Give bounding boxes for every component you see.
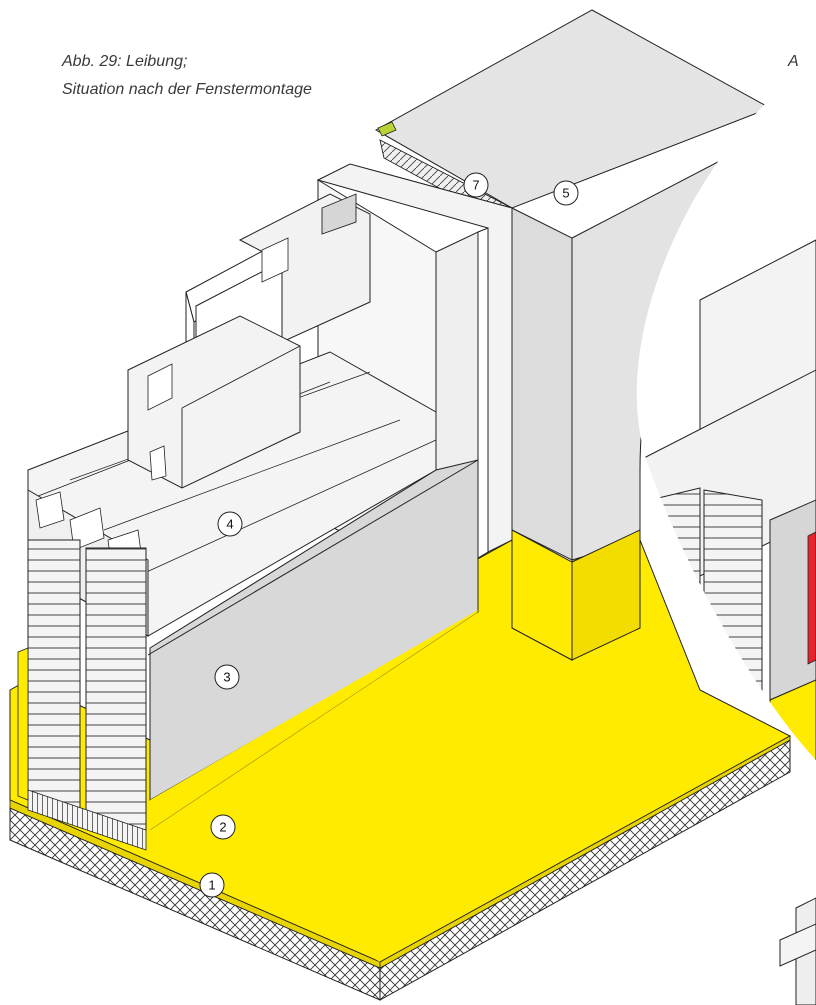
callout-5: 5 [553, 180, 579, 206]
svg-text:2: 2 [219, 820, 226, 835]
callout-4: 4 [217, 511, 243, 537]
louver-block [17, 539, 147, 851]
svg-text:7: 7 [472, 178, 479, 193]
caption-right-line-1: A [788, 53, 799, 70]
callout-3: 3 [214, 664, 240, 690]
callout-7: 7 [463, 172, 489, 198]
window-sash [127, 193, 371, 489]
callout-2: 2 [210, 814, 236, 840]
svg-text:3: 3 [223, 670, 230, 685]
svg-text:5: 5 [562, 186, 569, 201]
lower-right-fragment [779, 897, 816, 1005]
svg-text:1: 1 [208, 878, 215, 893]
callout-1: 1 [199, 872, 225, 898]
caption-line-2: Situation nach der Fenstermontage [62, 81, 312, 98]
svg-text:4: 4 [226, 517, 233, 532]
concrete-column [374, 9, 772, 661]
figure-caption: Abb. 29: Leibung; Situation nach der Fen… [62, 48, 312, 104]
caption-line-1: Abb. 29: Leibung; [62, 53, 188, 70]
insulation-panel [147, 459, 479, 962]
